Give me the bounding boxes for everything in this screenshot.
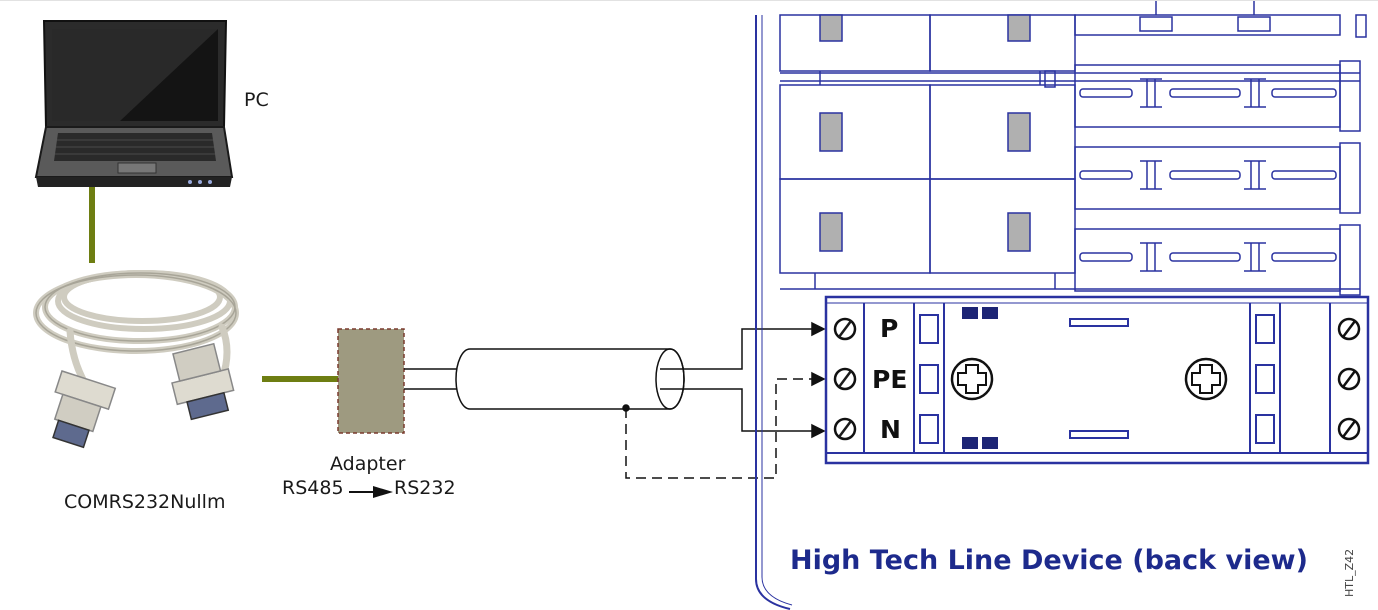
device-title: High Tech Line Device (back view): [790, 545, 1308, 576]
terminal-pe-label: PE: [872, 365, 908, 394]
serial-cable-icon: [33, 270, 239, 449]
shielded-cable: [404, 321, 826, 479]
adapter-from-label: RS485: [282, 477, 344, 499]
pc-label: PC: [244, 89, 269, 111]
terminal-p-label: P: [880, 314, 899, 343]
cable-label: COMRS232Nullm: [64, 491, 226, 513]
laptop-icon: [34, 20, 234, 187]
terminal-n-label: N: [880, 415, 901, 444]
adapter-to-label: RS232: [394, 477, 456, 499]
device-back-view: [755, 1, 1370, 610]
drawing-code: HTL_Z42: [1343, 548, 1356, 597]
adapter-label: Adapter: [330, 453, 406, 475]
arrow-right-icon: [349, 486, 393, 498]
adapter-box-icon: [337, 328, 405, 434]
